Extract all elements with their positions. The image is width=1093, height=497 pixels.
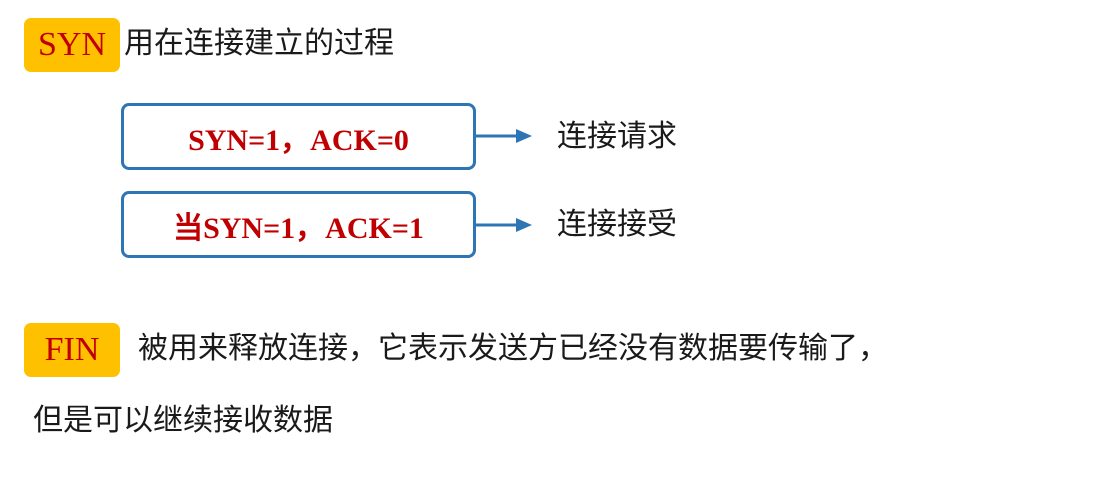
- syn-case-request-result: 连接请求: [557, 119, 677, 154]
- arrow-right-icon: [476, 218, 532, 232]
- fin-description-line2: 但是可以继续接收数据: [33, 403, 333, 438]
- syn-case-accept-condition: SYN=1，ACK=1: [203, 211, 424, 245]
- syn-description: 用在连接建立的过程: [124, 26, 394, 61]
- syn-case-accept-result: 连接接受: [557, 207, 677, 242]
- syn-case-request-condition: SYN=1，ACK=0: [188, 123, 409, 157]
- arrow-right-icon: [476, 129, 532, 143]
- syn-case-accept-prefix: 当: [173, 210, 204, 246]
- syn-case-request-box: SYN=1，ACK=0: [121, 103, 476, 170]
- fin-tag: FIN: [24, 323, 120, 377]
- syn-tag: SYN: [24, 18, 120, 72]
- fin-description-line1: 被用来释放连接，它表示发送方已经没有数据要传输了，: [138, 331, 888, 366]
